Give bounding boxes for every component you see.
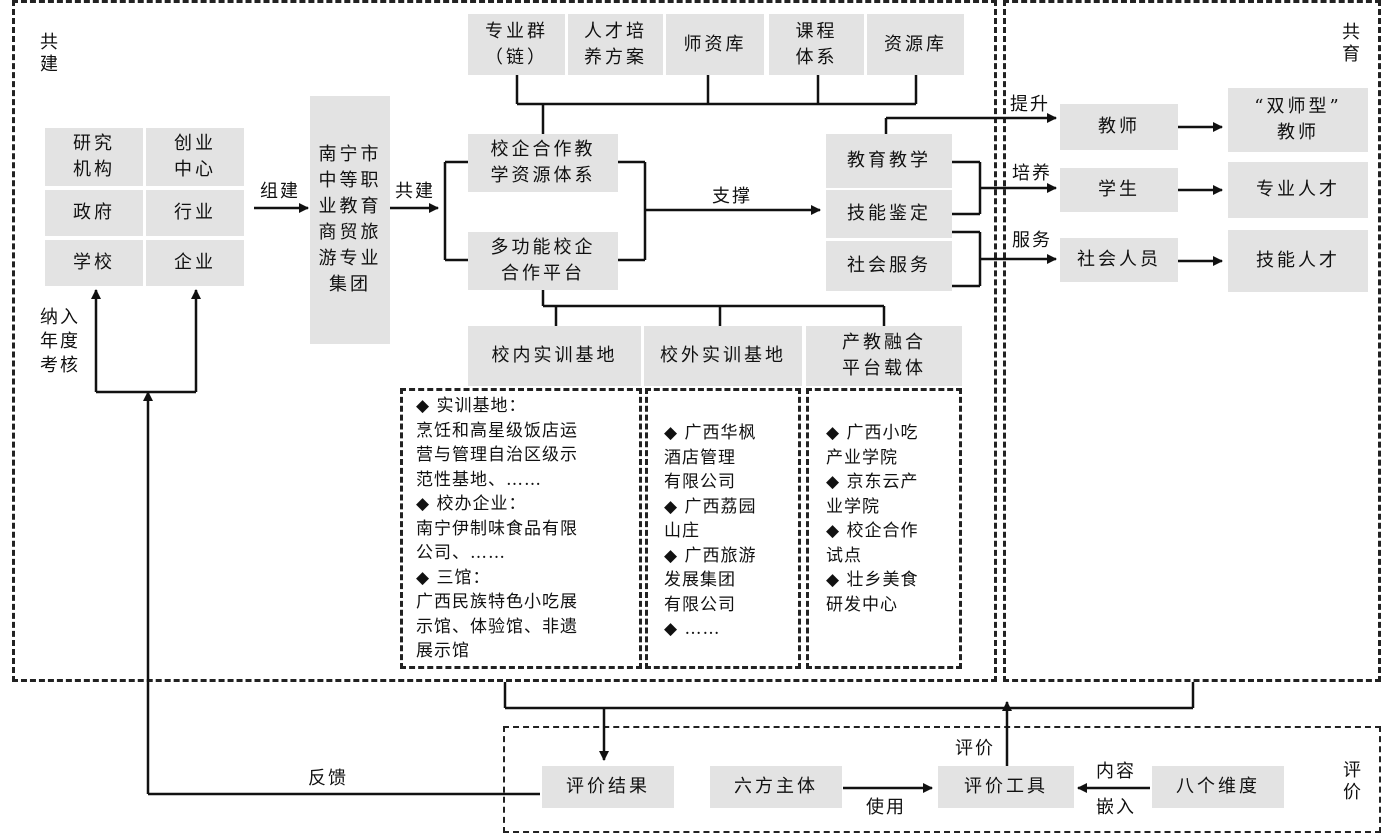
label-improve: 提升 <box>1010 94 1050 115</box>
cobuild-region <box>12 0 997 682</box>
label-form: 组建 <box>260 181 300 202</box>
cobuild-label: 共建 <box>40 32 58 75</box>
evaluation-result: 评价结果 <box>542 766 674 808</box>
participant-government: 政府 <box>45 190 143 236</box>
label-support: 支撑 <box>712 186 752 207</box>
people-teacher: 教师 <box>1060 104 1178 150</box>
label-embed: 嵌入 <box>1096 797 1136 818</box>
base-outer: 校外实训基地 <box>644 326 802 386</box>
evaluation-dimensions: 八个维度 <box>1152 766 1284 808</box>
participant-startup: 创业 中心 <box>146 128 244 186</box>
base-inner-detail-frame <box>400 388 642 669</box>
people-student: 学生 <box>1060 168 1178 212</box>
label-feedback: 反馈 <box>308 768 348 789</box>
label-use: 使用 <box>866 797 906 818</box>
base-carrier-detail: ◆ 广西小吃 产业学院 ◆ 京东云产 业学院 ◆ 校企合作 试点 ◆ 壮乡美食 … <box>826 423 919 615</box>
resource-training-plan: 人才培 养方案 <box>568 14 663 75</box>
base-outer-detail-frame <box>645 388 801 669</box>
resource-library: 资源库 <box>867 14 964 75</box>
resource-system-box: 校企合作教 学资源体系 <box>468 134 618 192</box>
label-annual-assessment: 纳入年度考核 <box>40 306 90 378</box>
people-public: 社会人员 <box>1060 238 1178 282</box>
function-social-service: 社会服务 <box>826 241 952 291</box>
label-serve: 服务 <box>1012 230 1052 251</box>
participant-school: 学校 <box>45 240 143 286</box>
label-cultivate: 培养 <box>1012 163 1052 184</box>
group-box: 南宁市 中等职 业教育 商贸旅 游专业 集团 <box>310 96 390 344</box>
evaluation-subjects: 六方主体 <box>710 766 842 808</box>
base-inner: 校内实训基地 <box>468 326 641 386</box>
function-teaching: 教育教学 <box>826 134 952 188</box>
resource-curriculum: 课程 体系 <box>769 14 864 75</box>
evaluation-region <box>503 726 1381 833</box>
base-carrier-detail-frame <box>806 388 962 669</box>
coeducate-region <box>1003 0 1381 682</box>
outcome-skilled: 技能人才 <box>1228 230 1368 292</box>
evaluation-tool: 评价工具 <box>938 766 1074 808</box>
participant-research: 研究 机构 <box>45 128 143 186</box>
participant-enterprise: 企业 <box>146 240 244 286</box>
base-carrier: 产教融合 平台载体 <box>806 326 962 386</box>
base-inner-detail: ◆ 实训基地： 烹饪和高星级饭店运 营与管理自治区级示 范性基地、…… ◆ 校办… <box>416 396 578 661</box>
label-cobuild: 共建 <box>395 181 435 202</box>
outcome-professional: 专业人才 <box>1228 162 1368 218</box>
evaluation-label: 评价 <box>1343 760 1361 803</box>
resource-teacher-pool: 师资库 <box>666 14 764 75</box>
coeducate-label: 共育 <box>1342 22 1360 65</box>
outcome-dual-teacher: “双师型” 教师 <box>1228 88 1368 152</box>
resource-specialty-cluster: 专业群 （链） <box>468 14 565 75</box>
label-content: 内容 <box>1096 761 1136 782</box>
platform-box: 多功能校企 合作平台 <box>468 232 618 290</box>
function-skill-assessment: 技能鉴定 <box>826 190 952 238</box>
label-evaluate: 评价 <box>955 738 995 759</box>
participant-industry: 行业 <box>146 190 244 236</box>
base-outer-detail: ◆ 广西华枫 酒店管理 有限公司 ◆ 广西荔园 山庄 ◆ 广西旅游 发展集团 有… <box>664 423 757 639</box>
